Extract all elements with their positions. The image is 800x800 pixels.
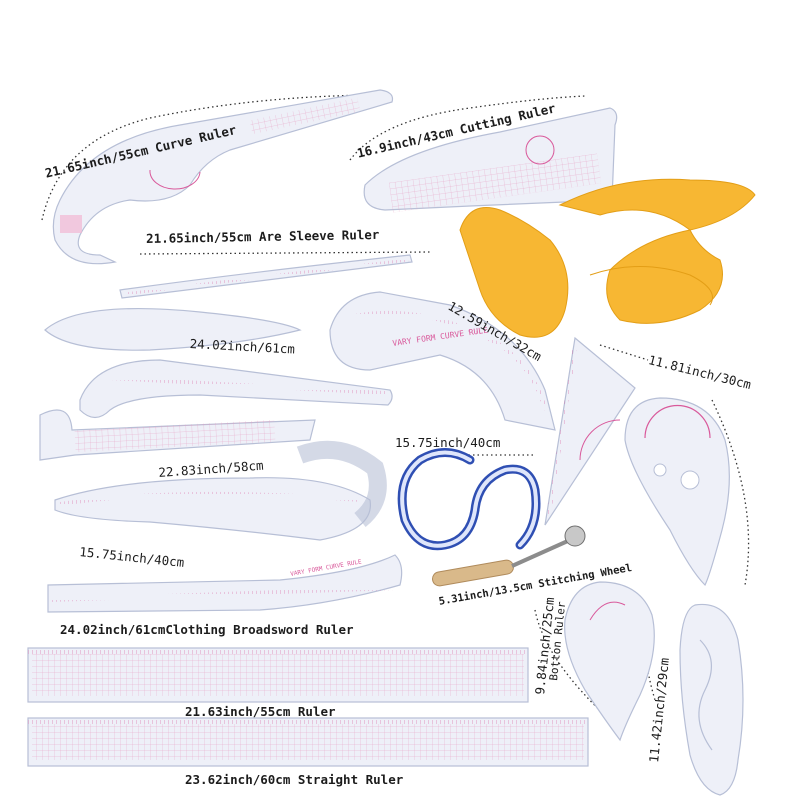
label-ruler-55: 21.63inch/55cm Ruler	[185, 704, 336, 719]
vary-form-curve-32	[329, 291, 556, 431]
small-curve-ruler	[44, 307, 302, 351]
bottom-ruler	[564, 581, 655, 742]
cutting-ruler	[363, 107, 618, 213]
ruler-55	[27, 647, 529, 703]
french-curves	[459, 178, 756, 338]
drop-ruler-large	[624, 397, 730, 587]
broadsword-ruler	[47, 554, 403, 613]
stitching-wheel	[432, 525, 586, 587]
label-flex-curve: 15.75inch/40cm	[395, 435, 501, 450]
flexible-curve	[397, 448, 541, 551]
curve-ruler	[52, 89, 394, 265]
label-broadsword: 24.02inch/61cmClothing Broadsword Ruler	[60, 622, 354, 637]
l-square-58	[39, 409, 316, 461]
straight-ruler-60	[27, 717, 589, 767]
curve-ruler-40	[54, 440, 387, 541]
label-straight-60: 23.62inch/60cm Straight Ruler	[185, 772, 404, 787]
curve-ruler-61	[79, 359, 393, 419]
sleeve-ruler	[119, 254, 413, 299]
triangle-ruler	[544, 336, 636, 526]
drop-ruler-29	[679, 603, 744, 796]
